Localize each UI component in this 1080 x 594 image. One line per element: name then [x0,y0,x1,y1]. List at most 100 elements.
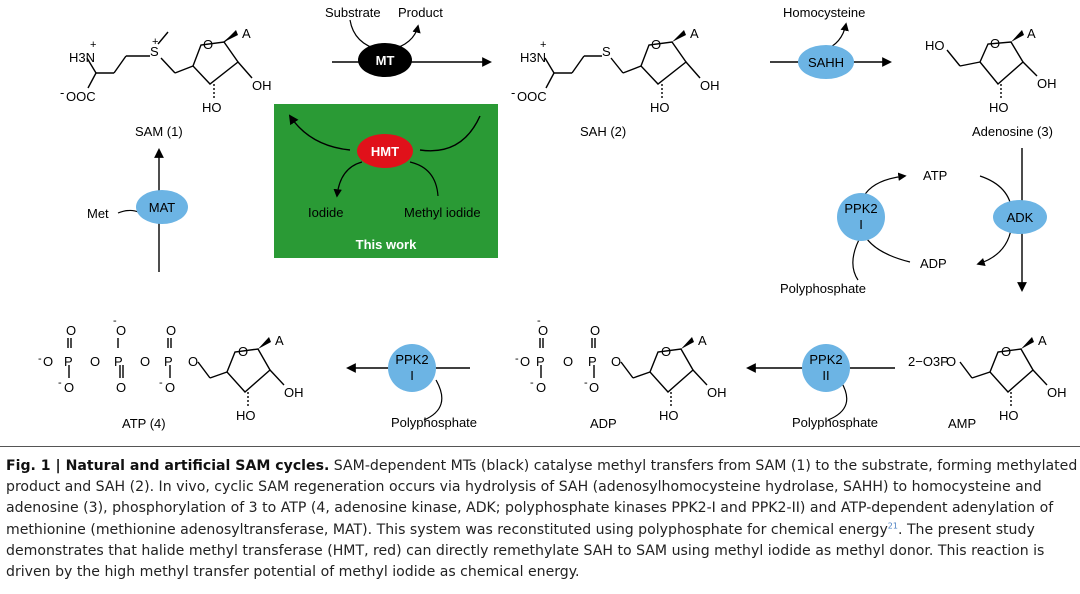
atp-o8-minus: - [159,377,163,389]
adp-oh: OH [707,385,727,400]
adp-p1: P [536,354,545,369]
adenosine-structure [946,41,1038,98]
adenosine-label: Adenosine (3) [972,124,1053,139]
reaction-scheme: H3N + - OOC S + O A OH HO SAM (1) Substr… [38,5,1067,431]
adp-o1-minus: - [537,315,541,327]
substrate-label: Substrate [325,5,381,20]
ppk2ii-enzyme [802,344,850,392]
this-work-label: This work [356,237,417,252]
adp-o3: O [520,354,530,369]
amp-structure [959,348,1048,406]
met-label: Met [87,206,109,221]
hmt-curve-in [419,115,481,152]
amp-label: AMP [948,416,976,431]
adenosine-ho: HO [989,100,1009,115]
adp-structure [539,338,708,406]
ppk2ii-label-top: PPK2 [809,352,842,367]
adp-ho: HO [659,408,679,423]
adp-o3-minus: - [515,353,519,365]
adp-o-bridge: O [563,354,573,369]
atp-o5: O [188,354,198,369]
atp-label: ATP (4) [122,416,166,431]
hmt-enzyme [357,134,413,168]
caption-heading: Fig. 1 | Natural and artificial SAM cycl… [6,458,330,474]
hmt-curve-out [288,114,351,151]
caption-rule [0,446,1080,447]
atp-o3: O [166,323,176,338]
adp-o6: O [589,380,599,395]
sam-nh3-plus: + [90,39,96,51]
atp-o1: O [66,323,76,338]
sah-s: S [602,44,611,59]
sah-label: SAH (2) [580,124,626,139]
iodide-label: Iodide [308,205,343,220]
adp-a: A [698,333,707,348]
sah-structure [544,41,701,98]
atp-o6-minus: - [58,377,62,389]
ppk2-label-bot: I [859,217,863,232]
sam-nh3: H3N [69,50,95,65]
adenosine-ho5: HO [925,38,945,53]
polyphosphate-ppk2i-curve [423,379,443,421]
atp-oh: OH [284,385,304,400]
caption-text: SAM-dependent MTs (black) catalyse methy… [6,458,1078,538]
atp-p2: P [114,354,123,369]
adp-ring-o: O [661,344,671,359]
ppk2i-enzyme [388,344,436,392]
atp-p3: P [164,354,173,369]
adenosine-oh: OH [1037,76,1057,91]
sah-nh3: H3N [520,50,546,65]
atp-ho: HO [236,408,256,423]
atp-o7: O [116,380,126,395]
polyphosphate-ppk2i-label: Polyphosphate [391,415,477,430]
adp-out-label: ADP [920,256,947,271]
adp-p2: P [588,354,597,369]
atp-o6: O [64,380,74,395]
atp-o-bridge1: O [90,354,100,369]
sam-label: SAM (1) [135,124,183,139]
mt-label: MT [376,53,395,68]
adk-label: ADK [1007,210,1034,225]
ppk2-enzyme [837,193,885,241]
sah-ooc: OOC [517,89,547,104]
atp-o4-minus: - [38,353,42,365]
sah-a: A [690,26,699,41]
amp-a: A [1038,333,1047,348]
atp-o2-minus: - [113,315,117,327]
amp-oh: OH [1047,385,1067,400]
ppk2-label-top: PPK2 [844,201,877,216]
methyl-iodide-label: Methyl iodide [404,205,481,220]
methyl-iodide-curve [409,161,439,197]
atp-o4: O [43,354,53,369]
adenosine-ring-o: O [990,36,1000,51]
atp-ring-o: O [238,344,248,359]
sam-oh: OH [252,78,272,93]
atp-o8: O [165,380,175,395]
figure-caption: Fig. 1 | Natural and artificial SAM cycl… [6,456,1078,583]
sam-ho: HO [202,100,222,115]
polyphosphate-adk-label: Polyphosphate [780,281,866,296]
ppk2ii-label-bot: II [822,368,829,383]
sam-a: A [242,26,251,41]
adp-o1: O [538,323,548,338]
adp-o5: O [611,354,621,369]
adk-enzyme [993,200,1047,234]
amp-phosphate: 2−O3P [908,354,949,369]
mat-label: MAT [149,200,176,215]
atp-a: A [275,333,284,348]
sam-ooc-minus: - [60,85,64,100]
atp-o-bridge2: O [140,354,150,369]
ppk2i-label-top: PPK2 [395,352,428,367]
sah-oh: OH [700,78,720,93]
adp-o4: O [536,380,546,395]
atp-p1: P [64,354,73,369]
mt-enzyme [358,43,412,77]
polyphosphate-ppk2ii-label: Polyphosphate [792,415,878,430]
sam-s: S [150,44,159,59]
sam-s-plus: + [152,36,158,48]
hmt-label: HMT [371,144,399,159]
sah-ho: HO [650,100,670,115]
amp-ring-o: O [1001,344,1011,359]
iodide-curve [333,161,363,198]
sah-ooc-minus: - [511,85,515,100]
